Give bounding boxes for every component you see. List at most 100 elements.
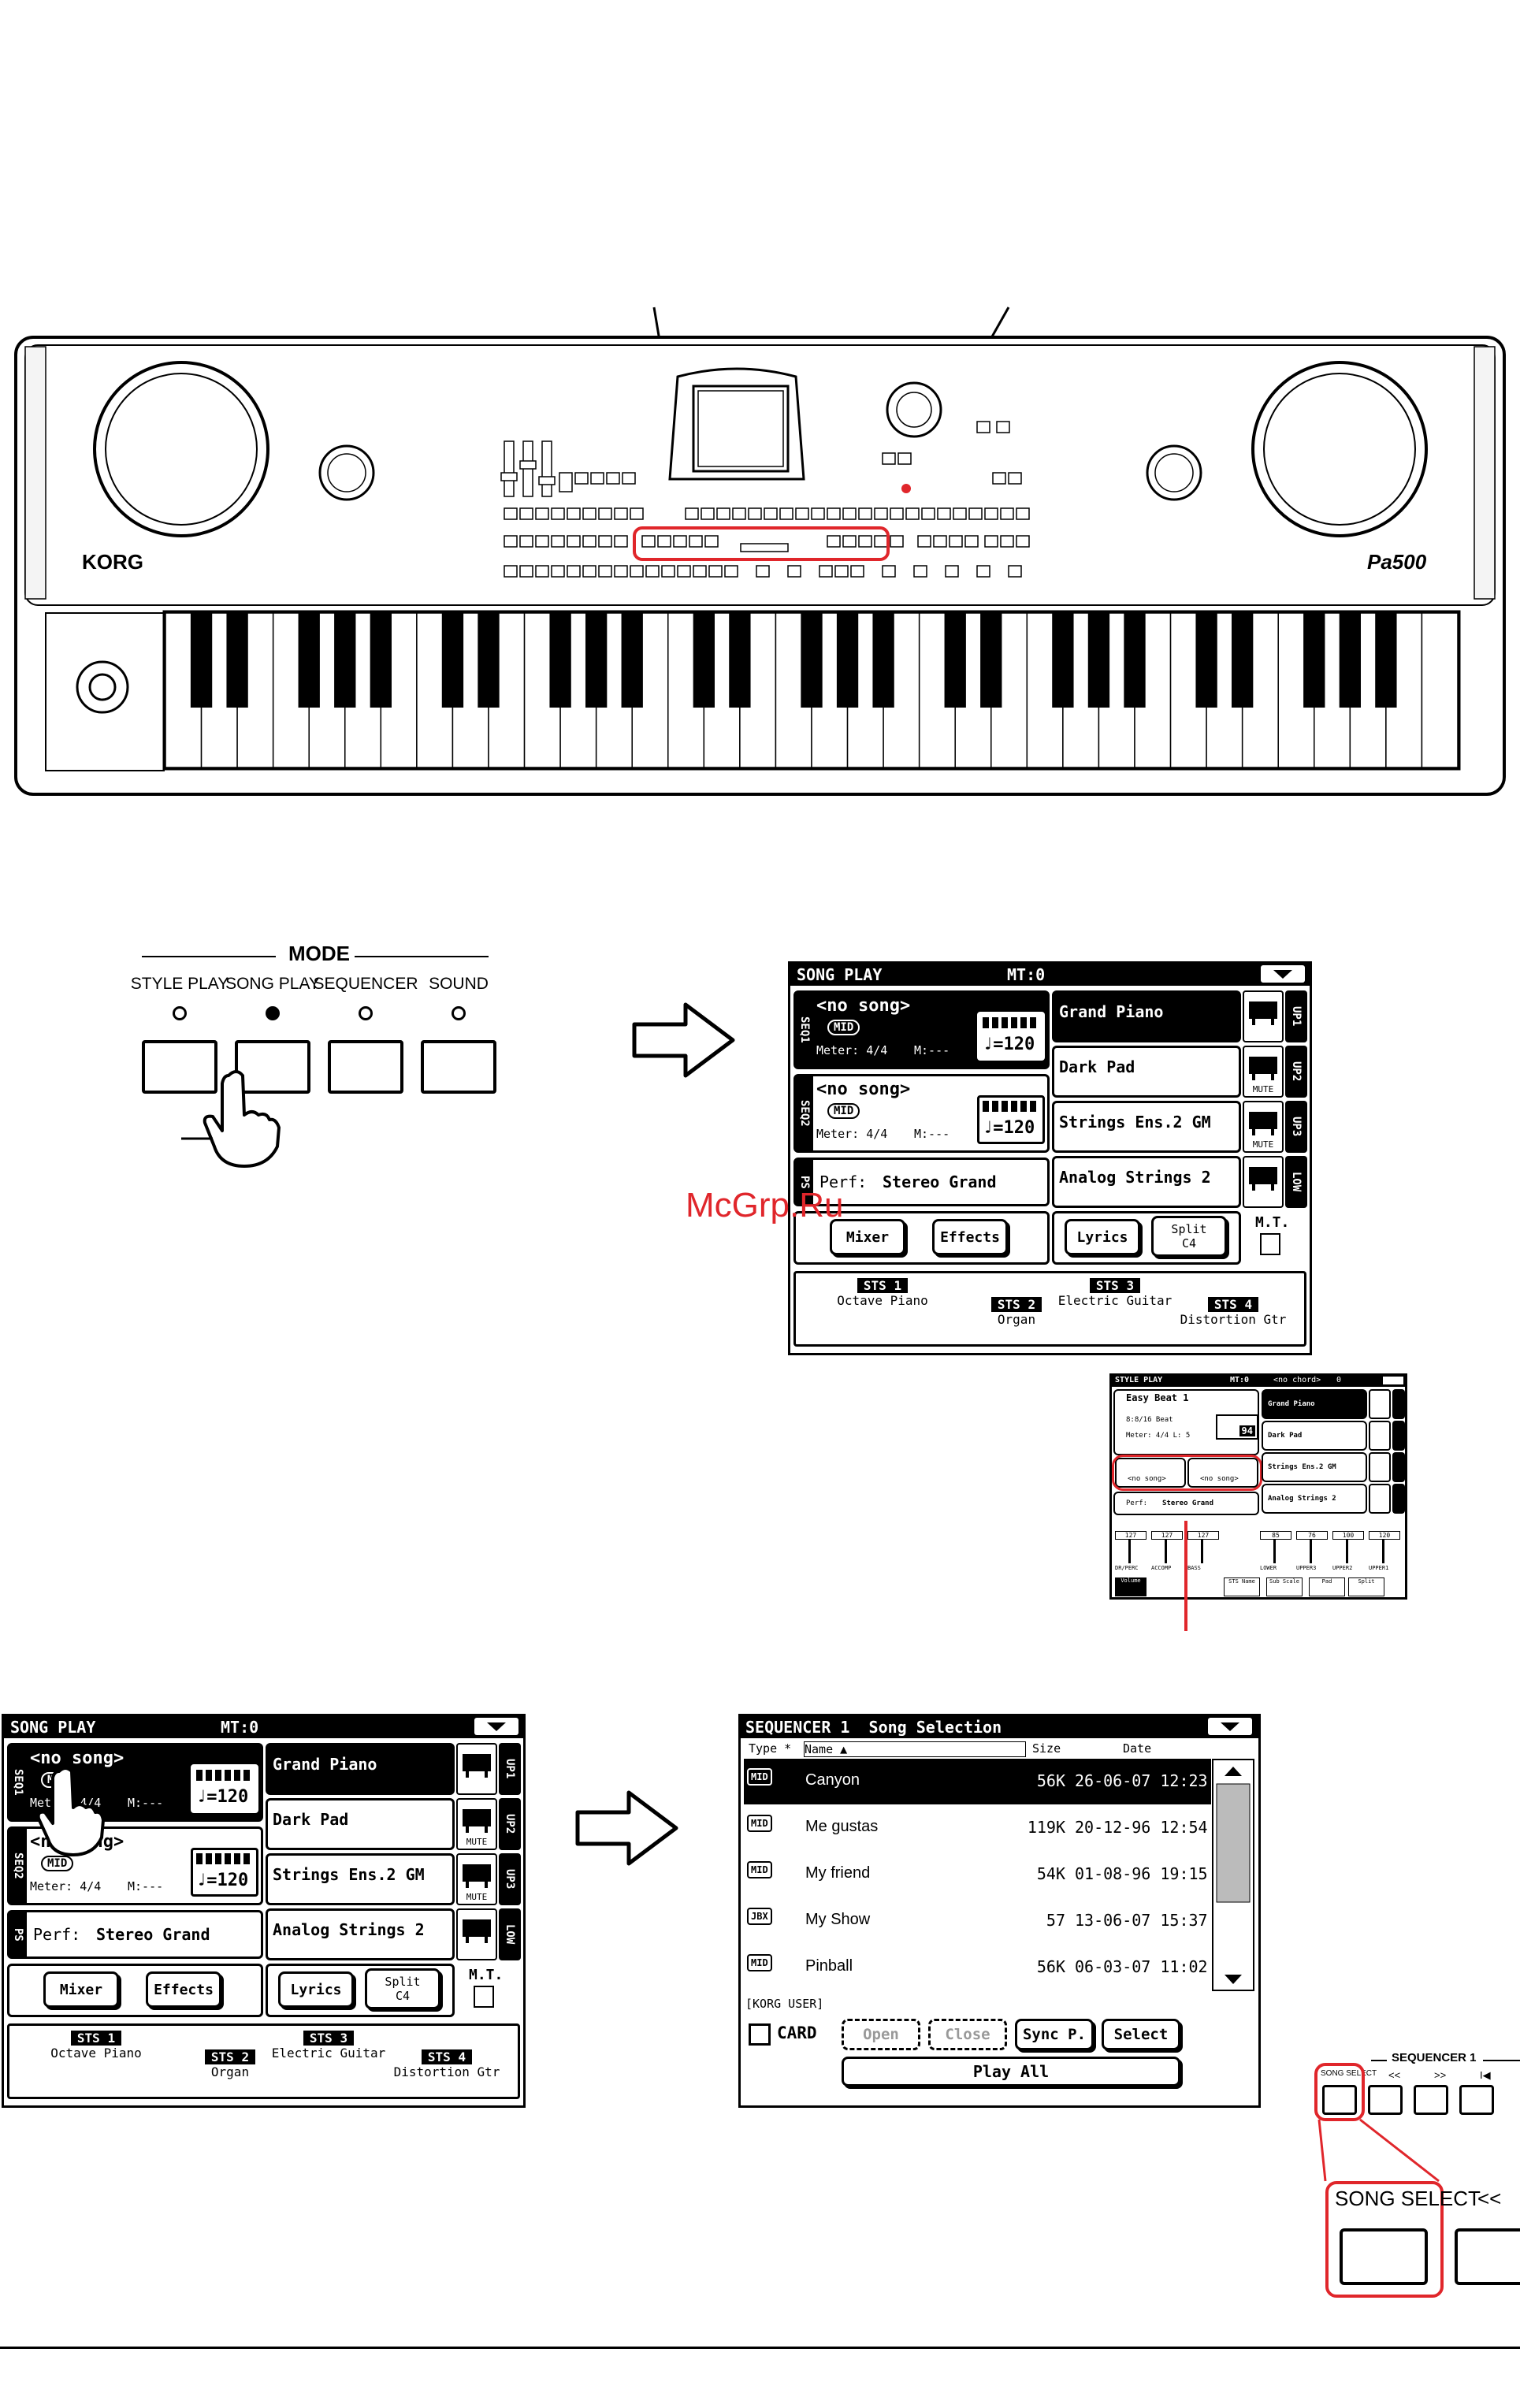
rew-zoom-button[interactable] bbox=[1455, 2228, 1520, 2285]
home-button[interactable] bbox=[1459, 2085, 1494, 2115]
violin-icon[interactable]: MUTE bbox=[456, 1853, 497, 1905]
lyrics-button[interactable]: Lyrics bbox=[278, 1971, 354, 2008]
lyrics-button[interactable]: Lyrics bbox=[1065, 1219, 1140, 1255]
column-header[interactable]: Size bbox=[1032, 1741, 1061, 1756]
track-tab[interactable]: UP1 bbox=[1285, 990, 1307, 1042]
piano-icon[interactable] bbox=[456, 1743, 497, 1795]
instrument-icon[interactable] bbox=[1369, 1421, 1391, 1451]
mixer-fader[interactable] bbox=[1346, 1540, 1348, 1563]
scrollbar[interactable] bbox=[1212, 1759, 1254, 1991]
menu-button[interactable] bbox=[1383, 1377, 1403, 1384]
mixer-fader[interactable] bbox=[1201, 1540, 1203, 1563]
lock-icon[interactable] bbox=[474, 1986, 494, 2008]
instrument-icon[interactable] bbox=[1369, 1452, 1391, 1482]
track-panel[interactable]: Dark Pad bbox=[1262, 1421, 1367, 1451]
ff-button[interactable] bbox=[1414, 2085, 1448, 2115]
keyboard-icon[interactable]: MUTE bbox=[1243, 1046, 1284, 1098]
bottom-tab[interactable]: Pad bbox=[1309, 1577, 1345, 1596]
track-up2[interactable]: Dark Pad bbox=[266, 1798, 455, 1850]
mode-button[interactable] bbox=[235, 1040, 310, 1094]
track-tab[interactable]: UP2 bbox=[1285, 1046, 1307, 1098]
column-header[interactable]: Date bbox=[1123, 1741, 1152, 1756]
bottom-tab[interactable]: Sub Scale bbox=[1266, 1577, 1303, 1596]
track-tab[interactable]: UP3 bbox=[499, 1853, 521, 1905]
violin-icon[interactable] bbox=[456, 1908, 497, 1960]
violin-icon[interactable]: MUTE bbox=[1243, 1101, 1284, 1153]
seq-button-1[interactable]: Close bbox=[928, 2019, 1007, 2050]
seq-button-2[interactable]: Sync P. bbox=[1015, 2019, 1094, 2050]
track-tab[interactable]: LOW bbox=[499, 1908, 521, 1960]
track-tab[interactable] bbox=[1392, 1389, 1405, 1419]
mixer-fader[interactable] bbox=[1128, 1540, 1131, 1563]
menu-button[interactable] bbox=[474, 1718, 518, 1735]
track-tab[interactable]: UP3 bbox=[1285, 1101, 1307, 1153]
song-select-small-button[interactable] bbox=[1322, 2085, 1357, 2115]
piano-icon[interactable] bbox=[1243, 990, 1284, 1042]
play-all-button[interactable]: Play All bbox=[842, 2057, 1180, 2087]
song1-panel[interactable]: <no song> bbox=[1115, 1458, 1186, 1488]
mixer-button[interactable]: Mixer bbox=[43, 1971, 119, 2008]
lock-icon[interactable] bbox=[1260, 1233, 1280, 1255]
track-up3[interactable]: Strings Ens.2 GM bbox=[266, 1853, 455, 1905]
device-label[interactable]: CARD bbox=[777, 2023, 817, 2042]
mixer-fader[interactable] bbox=[1273, 1540, 1276, 1563]
performance-panel[interactable]: Perf:Stereo Grand bbox=[1113, 1492, 1259, 1515]
column-header[interactable]: Name ▲ bbox=[804, 1741, 1026, 1757]
menu-button[interactable] bbox=[1261, 965, 1305, 983]
track-low[interactable]: Analog Strings 2 bbox=[1052, 1156, 1241, 1208]
mode-button[interactable] bbox=[142, 1040, 217, 1094]
mode-button[interactable] bbox=[328, 1040, 403, 1094]
instrument-icon[interactable] bbox=[1369, 1484, 1391, 1514]
bottom-tab[interactable]: Split bbox=[1348, 1577, 1384, 1596]
effects-button[interactable]: Effects bbox=[146, 1971, 221, 2008]
track-up1[interactable]: Grand Piano bbox=[1052, 990, 1241, 1042]
instrument-icon[interactable] bbox=[1369, 1389, 1391, 1419]
menu-button[interactable] bbox=[1208, 1718, 1252, 1735]
bottom-tab[interactable]: STS Name bbox=[1224, 1577, 1260, 1596]
track-tab[interactable]: LOW bbox=[1285, 1156, 1307, 1208]
track-tab[interactable] bbox=[1392, 1484, 1405, 1514]
rew-button[interactable] bbox=[1368, 2085, 1403, 2115]
track-panel[interactable]: Analog Strings 2 bbox=[1262, 1484, 1367, 1514]
seq-button-3[interactable]: Select bbox=[1102, 2019, 1180, 2050]
track-tab[interactable] bbox=[1392, 1421, 1405, 1451]
column-header[interactable]: Type * bbox=[749, 1741, 792, 1756]
effects-button[interactable]: Effects bbox=[932, 1219, 1008, 1255]
track-up2[interactable]: Dark Pad bbox=[1052, 1046, 1241, 1098]
keyboard-icon[interactable]: MUTE bbox=[456, 1798, 497, 1850]
mode-button[interactable] bbox=[421, 1040, 496, 1094]
song-select-zoom-button[interactable] bbox=[1340, 2228, 1428, 2285]
track-panel[interactable]: Grand Piano bbox=[1262, 1389, 1367, 1419]
bottom-tab[interactable]: Volume bbox=[1115, 1577, 1147, 1596]
violin-icon[interactable] bbox=[1243, 1156, 1284, 1208]
mixer-fader[interactable] bbox=[1382, 1540, 1384, 1563]
track-panel[interactable]: Strings Ens.2 GM bbox=[1262, 1452, 1367, 1482]
seq-button-0[interactable]: Open bbox=[842, 2019, 920, 2050]
track-tab[interactable]: UP1 bbox=[499, 1743, 521, 1795]
mixer-button[interactable]: Mixer bbox=[830, 1219, 905, 1255]
track-tab[interactable] bbox=[1392, 1452, 1405, 1482]
mixer-fader[interactable] bbox=[1310, 1540, 1312, 1563]
track-up3[interactable]: Strings Ens.2 GM bbox=[1052, 1101, 1241, 1153]
